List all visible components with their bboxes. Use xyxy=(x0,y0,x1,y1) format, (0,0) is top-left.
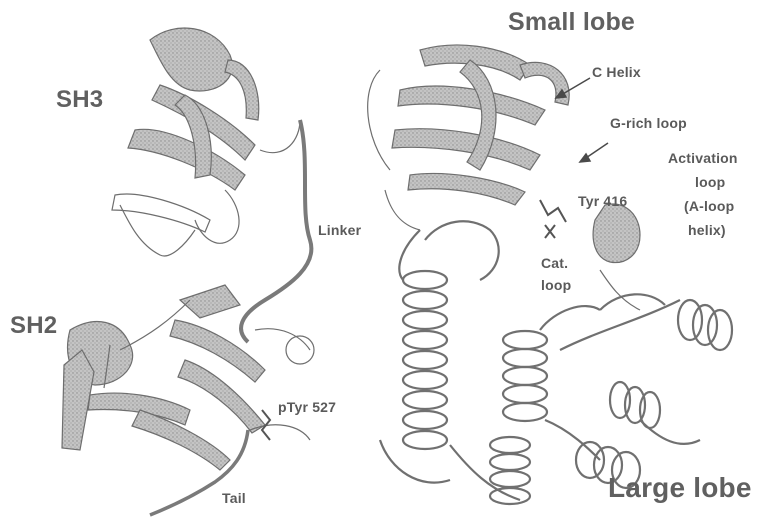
helix-3 xyxy=(678,300,732,350)
sh3-label: SH3 xyxy=(56,86,103,114)
activation-loop-label-2: loop xyxy=(695,174,725,190)
linker-chain xyxy=(241,120,311,342)
activation-loop-label-4: helix) xyxy=(688,222,726,238)
sh2-label: SH2 xyxy=(10,312,57,340)
large-lobe-label: Large lobe xyxy=(608,472,752,504)
small-lobe-label: Small lobe xyxy=(508,8,635,37)
helix-5 xyxy=(610,382,660,428)
tail-label: Tail xyxy=(222,490,246,506)
cat-loop-label-1: Cat. xyxy=(541,255,568,271)
helix-4 xyxy=(490,437,530,504)
sh3-domain xyxy=(112,28,300,256)
g-rich-loop-label: G-rich loop xyxy=(610,115,687,131)
sh2-domain xyxy=(62,285,314,470)
ptyr527-label: pTyr 527 xyxy=(278,399,336,415)
linker-label: Linker xyxy=(318,222,361,238)
activation-loop-label-1: Activation xyxy=(668,150,738,166)
c-helix-label: C Helix xyxy=(592,64,641,80)
g-rich-loop-arrowhead xyxy=(580,154,590,162)
small-lobe-domain xyxy=(368,45,570,230)
tyr416-label: Tyr 416 xyxy=(578,193,627,209)
helix-2 xyxy=(503,331,547,421)
helix-1 xyxy=(403,271,447,449)
activation-loop-label-3: (A-loop xyxy=(684,198,734,214)
tyr416-sidechain xyxy=(540,200,566,238)
cat-loop-label-2: loop xyxy=(541,277,571,293)
